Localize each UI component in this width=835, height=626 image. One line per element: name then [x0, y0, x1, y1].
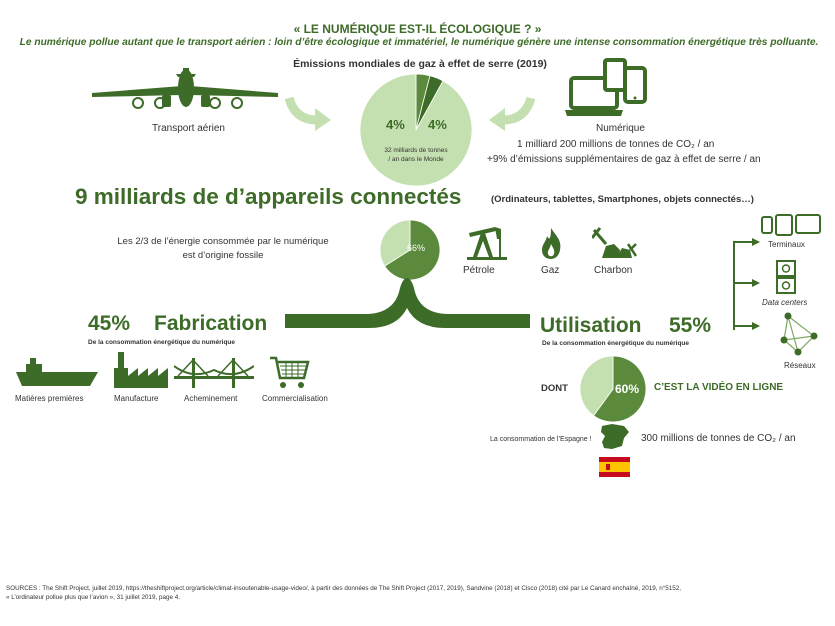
digital-label: Numérique: [596, 123, 645, 134]
world-total-label-1: 32 milliards de tonnes: [384, 147, 448, 154]
video-pie-chart: 60%: [579, 355, 647, 423]
shopping-cart-icon: [270, 356, 310, 388]
arrow-right-icon: [285, 96, 331, 131]
emissions-pie-chart: 4% 4% 32 milliards de tonnes / an dans l…: [359, 73, 473, 187]
air-share-label: 4%: [386, 117, 405, 132]
oil-pump-icon: [467, 227, 507, 260]
page-title: « LE NUMÉRIQUE EST-IL ÉCOLOGIQUE ? »: [293, 22, 542, 36]
bridge-icon: [174, 358, 254, 388]
utilisation-pct: 55%: [669, 314, 712, 337]
split-bracket: [285, 278, 530, 328]
spain-label: La consommation de l’Espagne !: [490, 436, 592, 443]
step-manufacture: Manufacture: [114, 394, 159, 403]
gas-flame-icon: [542, 228, 561, 259]
fabrication-pct: 45%: [88, 312, 131, 335]
network-icon: [780, 312, 818, 356]
arrow-left-icon: [489, 96, 535, 131]
page-subtitle: Le numérique pollue autant que le transp…: [19, 37, 819, 48]
coal-icon: [592, 227, 638, 258]
utilisation-title: Utilisation: [540, 314, 642, 337]
spain-map-icon: [601, 424, 629, 449]
fossil-energy-text-2: est d’origine fossile: [182, 250, 264, 261]
usage-branch-lines: [733, 238, 760, 330]
digital-growth-text: +9% d’émissions supplémentaires de gaz à…: [487, 154, 761, 165]
branch-terminals: Terminaux: [768, 240, 805, 249]
cargo-ship-icon: [16, 358, 98, 386]
pie-slice-other: [359, 73, 473, 187]
data-center-icon: [776, 260, 796, 294]
spain-flag-icon: [599, 457, 630, 477]
utilisation-subtitle: De la consommation énergétique du numéri…: [542, 340, 689, 347]
pie-slice-video: [593, 355, 647, 423]
device-examples: (Ordinateurs, tablettes, Smartphones, ob…: [491, 194, 754, 205]
terminals-icon: [761, 214, 821, 236]
fossil-pct-label: 66%: [407, 243, 425, 253]
digital-share-label: 4%: [428, 117, 447, 132]
oil-label: Pétrole: [463, 265, 495, 276]
gas-label: Gaz: [541, 265, 560, 276]
emissions-title: Émissions mondiales de gaz à effet de se…: [293, 58, 547, 70]
pie-slice-other-usage: [579, 355, 614, 417]
step-raw-materials: Matières premières: [15, 394, 84, 403]
devices-icon: [565, 58, 647, 116]
step-commercialisation: Commercialisation: [262, 394, 328, 403]
fossil-energy-text-1: Les 2/3 de l’énergie consommée par le nu…: [117, 236, 329, 247]
video-pct-label: 60%: [615, 382, 639, 396]
spain-co2-value: 300 millions de tonnes de CO₂ / an: [641, 433, 796, 444]
pie-slice-other-energy: [379, 219, 411, 267]
video-text: C’EST LA VIDÉO EN LIGNE: [654, 382, 784, 393]
pie-slice-fossil: [384, 219, 441, 281]
branch-networks: Réseaux: [784, 361, 816, 370]
fossil-pie-chart: 66%: [379, 219, 441, 281]
step-transport: Acheminement: [184, 394, 238, 403]
coal-label: Charbon: [594, 265, 633, 276]
world-total-label-2: / an dans le Monde: [388, 156, 444, 163]
sources-note: SOURCES : The Shift Project, juillet 201…: [6, 584, 830, 602]
factory-icon: [114, 352, 168, 388]
connected-devices-headline: 9 milliards de d’appareils connectés: [75, 184, 462, 209]
fabrication-title: Fabrication: [154, 312, 268, 335]
airplane-icon: [92, 68, 278, 109]
branch-data-centers: Data centers: [762, 298, 808, 307]
fabrication-subtitle: De la consommation énergétique du numéri…: [88, 339, 235, 346]
sources-line-1: SOURCES : The Shift Project, juillet 201…: [6, 585, 682, 592]
digital-co2-text: 1 milliard 200 millions de tonnes de CO₂…: [517, 139, 715, 150]
air-transport-label: Transport aérien: [152, 123, 225, 134]
sources-line-2: « L’ordinateur pollue plus que l’avion »…: [6, 594, 180, 601]
dont-label: DONT: [541, 383, 568, 394]
